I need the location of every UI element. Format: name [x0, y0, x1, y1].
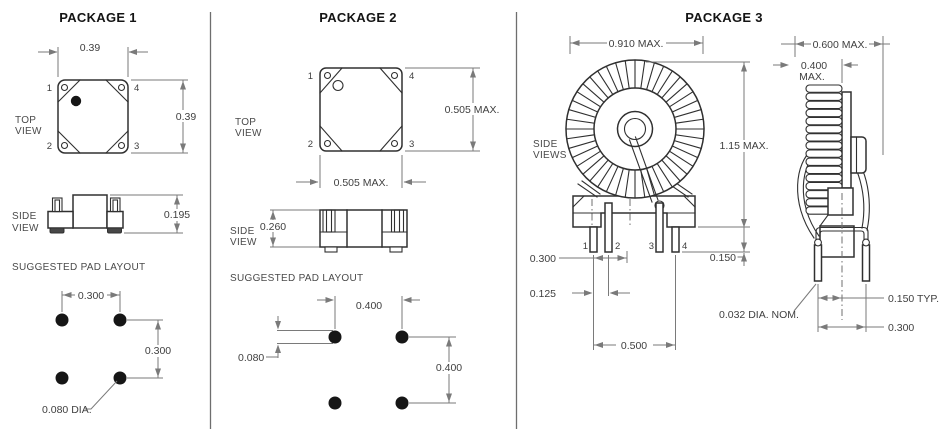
pin-label: 4: [409, 71, 414, 82]
pad: [55, 371, 69, 385]
package3-side-views-label: SIDE: [533, 139, 558, 150]
package3-right-dimensions: 0.600 MAX. 0.400 MAX. 0.150 TYP. 0.300: [773, 36, 939, 334]
package3-side-views-label: VIEWS: [533, 150, 567, 161]
package2-top-view: 1 4 2 3: [308, 67, 414, 152]
package1-pad-layout-label: SUGGESTED PAD LAYOUT: [12, 262, 145, 273]
corner-pad: [60, 141, 69, 150]
column-dividers: [209, 12, 518, 429]
package3-front-view: 1 2 3 4: [565, 59, 705, 253]
package1-pad-pitch-x-dim: 0.300: [78, 290, 104, 302]
package3-pin-span-side-dim: 0.300: [888, 322, 914, 334]
package2-side-height-dim: 0.260: [260, 221, 286, 233]
pad: [328, 396, 342, 410]
package1-pad-pitch-y-dim: 0.300: [145, 345, 171, 357]
package2-pad-pitch-y-dim: 0.400: [436, 362, 462, 374]
corner-pad: [390, 139, 399, 148]
corner-pad: [60, 83, 69, 92]
pin-label: 4: [682, 241, 687, 252]
pin: [604, 202, 613, 253]
package2-side-view-label: VIEW: [230, 237, 257, 248]
corner-pad: [390, 71, 399, 80]
pad: [395, 330, 409, 344]
pin-label: 3: [649, 241, 654, 252]
package2-side-view-label: SIDE: [230, 226, 255, 237]
package1-top-view-label: TOP: [15, 115, 36, 126]
pin1-polarity-marker: [332, 79, 344, 92]
package1-side-height-dim: 0.195: [164, 209, 190, 221]
package1-side-view: 0.195: [47, 194, 193, 234]
package3-title: PACKAGE 3: [685, 10, 763, 25]
pin: [671, 226, 680, 253]
package3-wire-dia-dim: 0.032 DIA. NOM.: [719, 309, 799, 321]
package3-pin-offset-dim: 0.300: [530, 253, 556, 265]
wire-wrap: [862, 238, 870, 247]
pin: [589, 226, 598, 253]
package1-panel: PACKAGE 1 0.39 0.39 1 4 2: [12, 10, 201, 416]
package3-pin-span-dim: 0.500: [621, 340, 647, 352]
pin: [861, 244, 871, 282]
pin-label: 1: [47, 83, 52, 94]
package3-panel: PACKAGE 3 SIDE VIEWS 1: [530, 10, 939, 352]
pad: [55, 313, 69, 327]
toroid-windings: [565, 59, 705, 199]
pin-label: 1: [308, 71, 313, 82]
pad: [328, 330, 342, 344]
package3-pin-gap-dim: 0.125: [530, 288, 556, 300]
package2-pad-layout-label: SUGGESTED PAD LAYOUT: [230, 273, 363, 284]
header-base: [572, 195, 696, 228]
pin-label: 3: [134, 141, 139, 152]
package3-core-depth-dim: 0.400: [801, 60, 827, 72]
core-center: [616, 110, 654, 148]
package2-pad-pitch-x-dim: 0.400: [356, 300, 382, 312]
pin: [655, 202, 664, 253]
package1-pad-layout: 0.300 0.300 0.080 DIA.: [42, 289, 173, 416]
package1-title: PACKAGE 1: [59, 10, 137, 25]
pin: [813, 244, 823, 282]
pin-label: 4: [134, 83, 139, 94]
wire-wrap: [814, 238, 822, 247]
pin-label: 2: [308, 139, 313, 150]
pin-label: 2: [615, 241, 620, 252]
package2-height-dim: 0.505 MAX.: [445, 104, 500, 116]
package3-core-depth-dim: MAX.: [799, 71, 825, 83]
package3-lead-standoff-dim: 0.150: [710, 252, 736, 264]
mount-plate: [841, 91, 852, 189]
package2-side-view: 0.260: [258, 209, 408, 253]
package2-panel: PACKAGE 2 0.505 MAX. 0.505 MAX. 1: [230, 10, 501, 410]
package3-body-height-dim: 1.15 MAX.: [719, 140, 768, 152]
package3-body-width-dim: 0.910 MAX.: [609, 38, 664, 50]
package2-pad-dia-dim: 0.080: [238, 352, 264, 364]
package1-height-dim: 0.39: [176, 111, 197, 123]
package2-top-view-label: VIEW: [235, 128, 262, 139]
corner-pad: [323, 139, 332, 148]
package3-pin-pitch-typ-dim: 0.150 TYP.: [888, 293, 939, 305]
package1-top-view: 1 4 2 3: [47, 79, 139, 154]
corner-pad: [117, 83, 126, 92]
pin1-polarity-dot: [70, 95, 82, 107]
pad: [113, 313, 127, 327]
package2-title: PACKAGE 2: [319, 10, 397, 25]
package1-side-view-label: SIDE: [12, 211, 37, 222]
pin-label: 2: [47, 141, 52, 152]
package2-pad-layout: 0.400 0.400 0.080: [238, 296, 465, 410]
package2-top-view-dimensions: 0.505 MAX. 0.505 MAX.: [296, 67, 501, 189]
package2-top-view-label: TOP: [235, 117, 256, 128]
pad: [395, 396, 409, 410]
package1-side-view-label: VIEW: [12, 223, 39, 234]
package3-right-view: [797, 84, 871, 320]
package1-top-view-label: VIEW: [15, 126, 42, 137]
pin-label: 3: [409, 139, 414, 150]
pin-label: 1: [583, 241, 588, 252]
dimension-arrowheads: [49, 40, 883, 402]
package2-body-top: [319, 67, 403, 152]
package1-width-dim: 0.39: [80, 42, 101, 54]
package1-pad-dia-dim: 0.080 DIA.: [42, 404, 92, 416]
package2-width-dim: 0.505 MAX.: [334, 177, 389, 189]
corner-pad: [117, 141, 126, 150]
clip-bracket: [850, 136, 867, 174]
corner-pad: [323, 71, 332, 80]
package3-depth-dim: 0.600 MAX.: [813, 39, 868, 51]
